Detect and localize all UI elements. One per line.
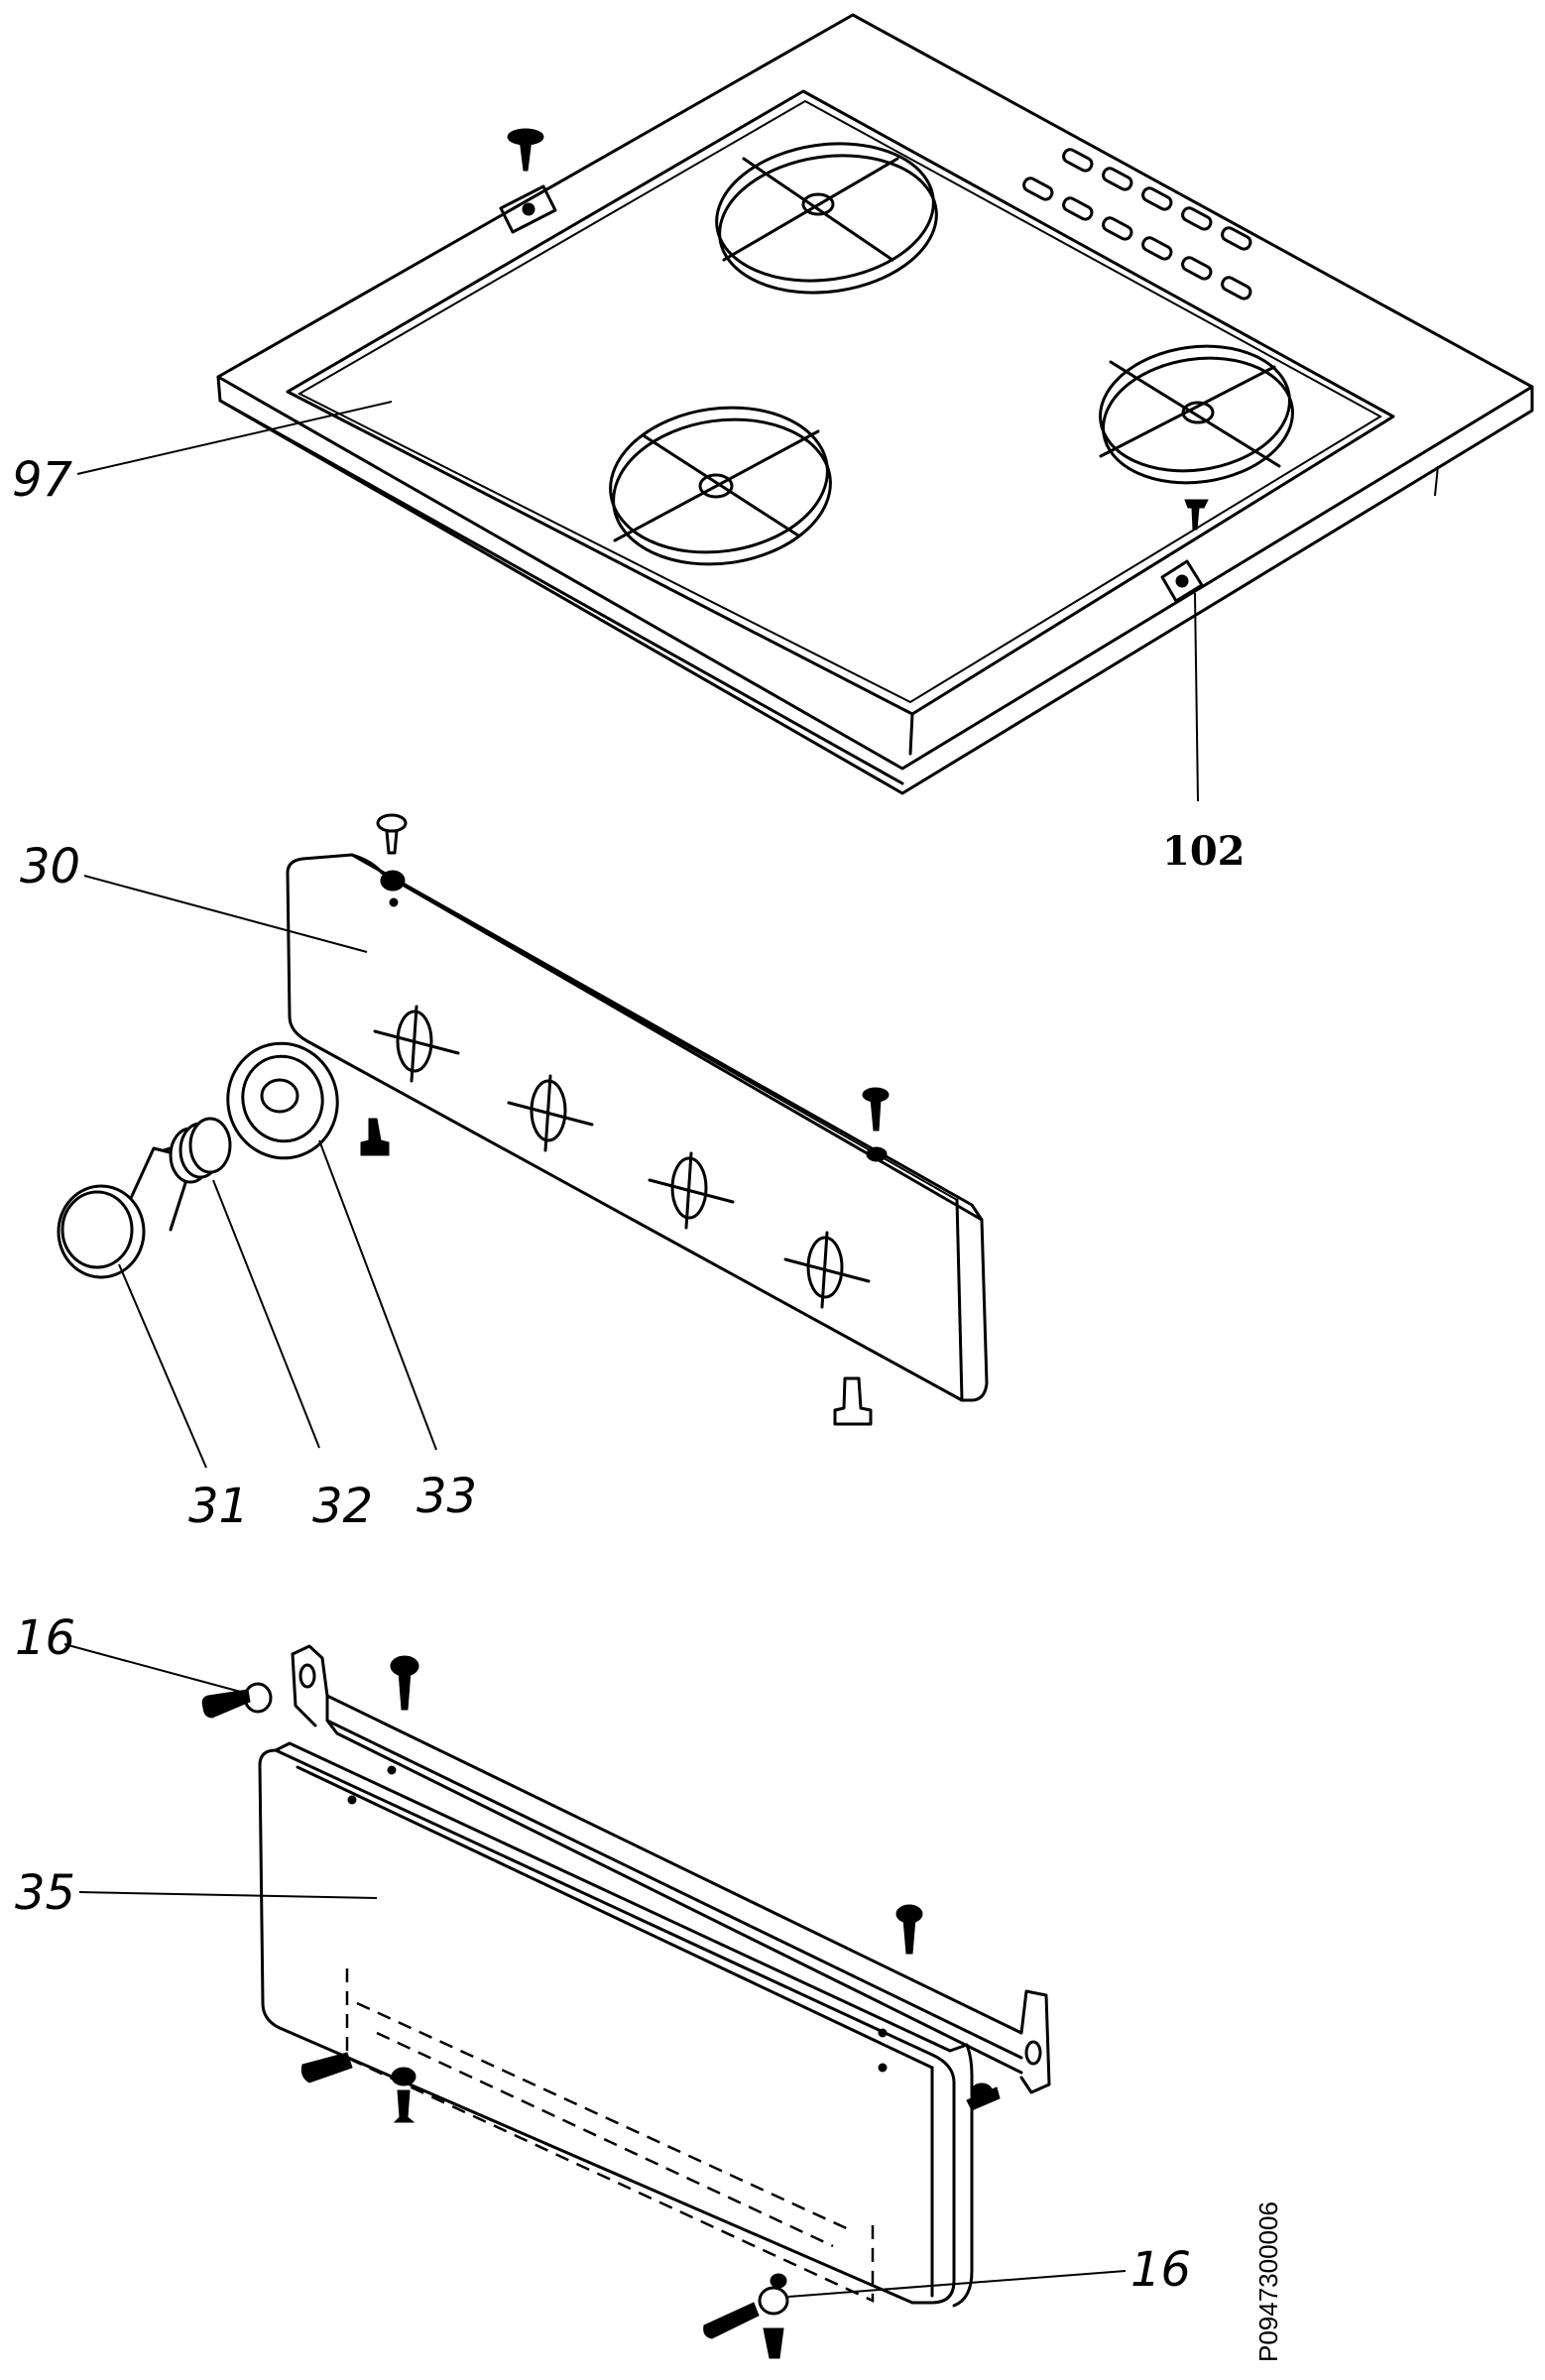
panel-screw-top-right [862, 1087, 890, 1162]
bracket-screw-end [966, 2082, 1001, 2111]
leader-lines [63, 401, 1199, 2298]
label-hob: 97 [12, 452, 73, 508]
drawing-code: P0947300006 [1253, 2202, 1283, 2362]
label-knob: 31 [188, 1479, 249, 1534]
label-bezel: 33 [416, 1469, 477, 1524]
hob-burner-rear [715, 142, 938, 295]
washer-bottom [703, 2273, 789, 2359]
knob-spring [169, 1117, 232, 1184]
control-panel-knob-hole-2 [507, 1074, 594, 1152]
panel-screw-bottom-left-1 [300, 2052, 353, 2083]
label-hob-fixing: 102 [1162, 828, 1246, 875]
label-lower-panel: 35 [15, 1865, 75, 1921]
mounting-bracket [291, 1644, 1051, 2094]
washer-top [201, 1682, 273, 1719]
label-washer-top: 16 [15, 1610, 75, 1666]
panel-screw-bottom [833, 1376, 873, 1426]
control-panel-knob-hole-3 [648, 1151, 735, 1230]
panel-screw-top-left [376, 813, 408, 907]
control-panel-knob-hole-1 [373, 1005, 460, 1083]
hob-fixing-screw-right [1160, 499, 1209, 603]
lower-panel [258, 1741, 974, 2308]
control-panel-knob-hole-4 [783, 1231, 871, 1309]
hob-top [216, 13, 1534, 795]
hob-vent-slots [1022, 148, 1252, 300]
control-panel [286, 853, 989, 1402]
panel-screw-bottom-left-2 [391, 2067, 416, 2123]
panel-screw-left [360, 1118, 390, 1156]
knob-bezel [226, 1041, 339, 1160]
label-spring: 32 [312, 1479, 373, 1534]
label-washer-bottom: 16 [1130, 2242, 1191, 2298]
hob-burner-front [609, 406, 832, 566]
bracket-screw-right [895, 1904, 923, 1955]
hob-burner-right [1099, 344, 1294, 485]
bracket-screw-top [390, 1655, 419, 1711]
label-control-panel: 30 [20, 839, 80, 894]
hob-fixing-screw-left [499, 128, 557, 234]
